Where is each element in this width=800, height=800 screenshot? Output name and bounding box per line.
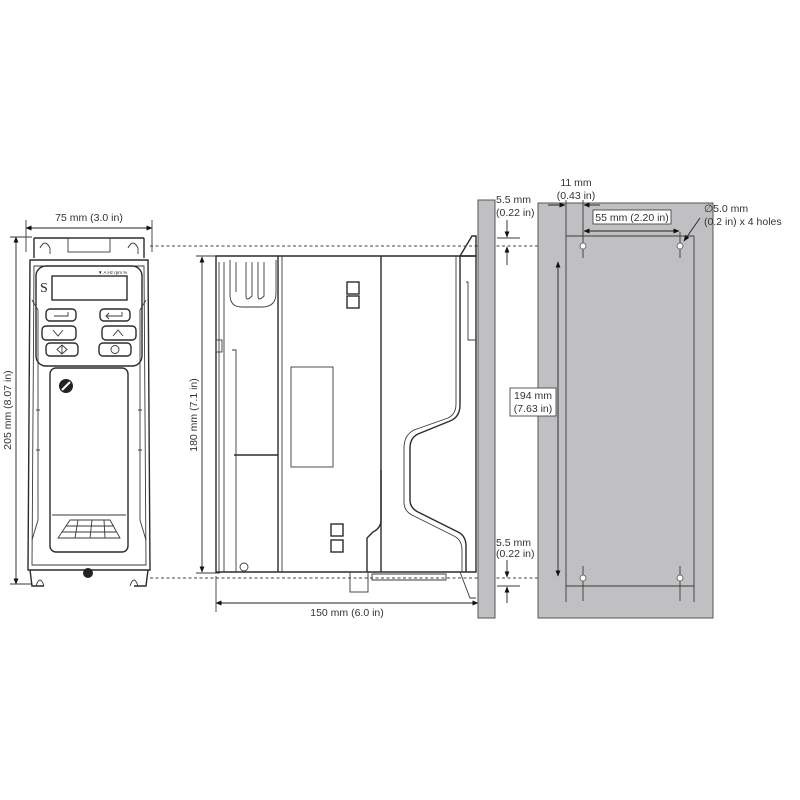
- mounting-plate-face: 194 mm (7.63 in) 11 mm (0.43 in) 55 mm (…: [509, 177, 782, 619]
- mounting-hole: [676, 242, 684, 250]
- enter-button[interactable]: [99, 308, 131, 322]
- side-height-label: 180 mm (7.1 in): [188, 378, 200, 452]
- side-depth-label: 150 mm (6.0 in): [310, 607, 384, 619]
- run-icon: [56, 344, 68, 355]
- hole-spec-label-diameter: ∅5.0 mm: [704, 203, 748, 215]
- top-offset-label-mm: 5.5 mm: [496, 194, 531, 206]
- vent-grille: [57, 519, 121, 539]
- front-view: 75 mm (3.0 in) 205 mm (8.07 in) S ▼ A Hz…: [2, 212, 153, 587]
- terminal-cover: [49, 367, 129, 553]
- mounting-hole: [676, 574, 684, 582]
- edge-offset-label-mm: 11 mm: [560, 177, 592, 189]
- vertical-spacing-label-mm: 194 mm: [514, 390, 552, 402]
- status-indicators: ▼ A Hz rpm %: [98, 270, 127, 275]
- down-button[interactable]: [41, 325, 77, 341]
- hole-spec-label-count: (0.2 in) x 4 holes: [704, 216, 782, 228]
- edge-offset-label-in: (0.43 in): [557, 190, 596, 202]
- run-button[interactable]: [45, 342, 79, 357]
- ct-logo: S: [40, 281, 48, 296]
- stop-icon: [110, 345, 120, 354]
- hole-spacing-label: 55 mm (2.20 in): [595, 212, 669, 224]
- mounting-plate-edge: 5.5 mm (0.22 in) 5.5 mm (0.22 in): [477, 194, 535, 619]
- front-width-label: 75 mm (3.0 in): [55, 212, 123, 224]
- bottom-offset-label-mm: 5.5 mm: [496, 537, 531, 549]
- escape-button[interactable]: [45, 308, 77, 322]
- chevron-up-icon: [112, 329, 124, 337]
- mounting-hole: [579, 242, 587, 250]
- front-height-label: 205 mm (8.07 in): [2, 370, 14, 449]
- mounting-hole: [579, 574, 587, 582]
- earth-stud: [83, 568, 93, 578]
- stop-button[interactable]: [98, 342, 132, 357]
- side-view: 180 mm (7.1 in) 150 mm (6.0 in): [188, 235, 479, 619]
- up-button[interactable]: [101, 325, 137, 341]
- enter-icon: [105, 312, 123, 320]
- lcd-display: [51, 275, 128, 301]
- escape-icon: [54, 312, 69, 317]
- bottom-offset-label-in: (0.22 in): [496, 548, 535, 560]
- top-offset-label-in: (0.22 in): [496, 207, 535, 219]
- chevron-down-icon: [52, 329, 64, 337]
- vertical-spacing-label-in: (7.63 in): [514, 403, 553, 415]
